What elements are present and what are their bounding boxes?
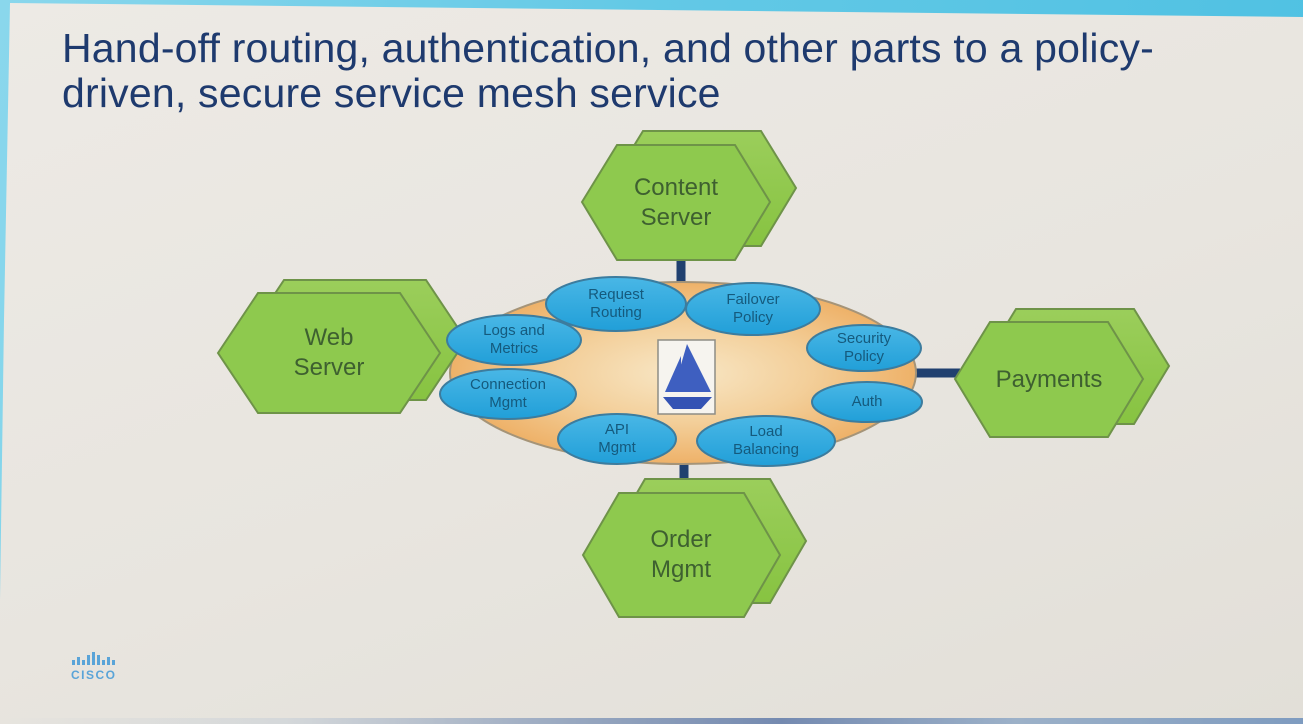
request-routing-ellipse [545,276,687,332]
istio-hull [663,397,712,409]
cisco-logo-text: CISCO [71,668,117,682]
auth-ellipse [811,381,923,423]
security-policy-label: Security Policy [836,330,892,365]
connection-mgmt-ellipse [439,368,577,420]
slide-title: Hand-off routing, authentication, and ot… [62,25,1154,117]
screen-bottom-edge [0,718,1303,724]
api-mgmt-label: API Mgmt [598,421,636,456]
auth-label: Auth [851,393,883,410]
failover-policy-ellipse [685,282,821,336]
cisco-logo-bars-icon [72,652,115,665]
api-mgmt-ellipse [557,413,677,465]
failover-policy-label: Failover Policy [726,291,780,326]
security-policy-ellipse [806,324,922,372]
istio-logo-icon [657,339,716,415]
load-balancing-label: Load Balancing [733,423,799,458]
logs-and-metrics-label: Logs and Metrics [483,322,545,357]
web-server-label: Web Server [293,324,365,381]
content-server-hexagon [580,144,772,261]
logs-and-metrics-ellipse [446,314,582,366]
content-server-label: Content Server [633,174,719,231]
istio-big-sail [673,344,711,392]
connection-mgmt-label: Connection Mgmt [470,376,546,411]
load-balancing-ellipse [696,415,836,467]
cisco-logo: CISCO [71,652,117,682]
order-mgmt-label: Order Mgmt [650,526,712,583]
request-routing-label: Request Routing [588,286,644,321]
web-server-hexagon [216,292,442,414]
istio-small-sail [665,356,681,392]
order-mgmt-hexagon [581,492,782,618]
payments-hexagon [953,321,1145,438]
payments-label: Payments [995,366,1103,393]
